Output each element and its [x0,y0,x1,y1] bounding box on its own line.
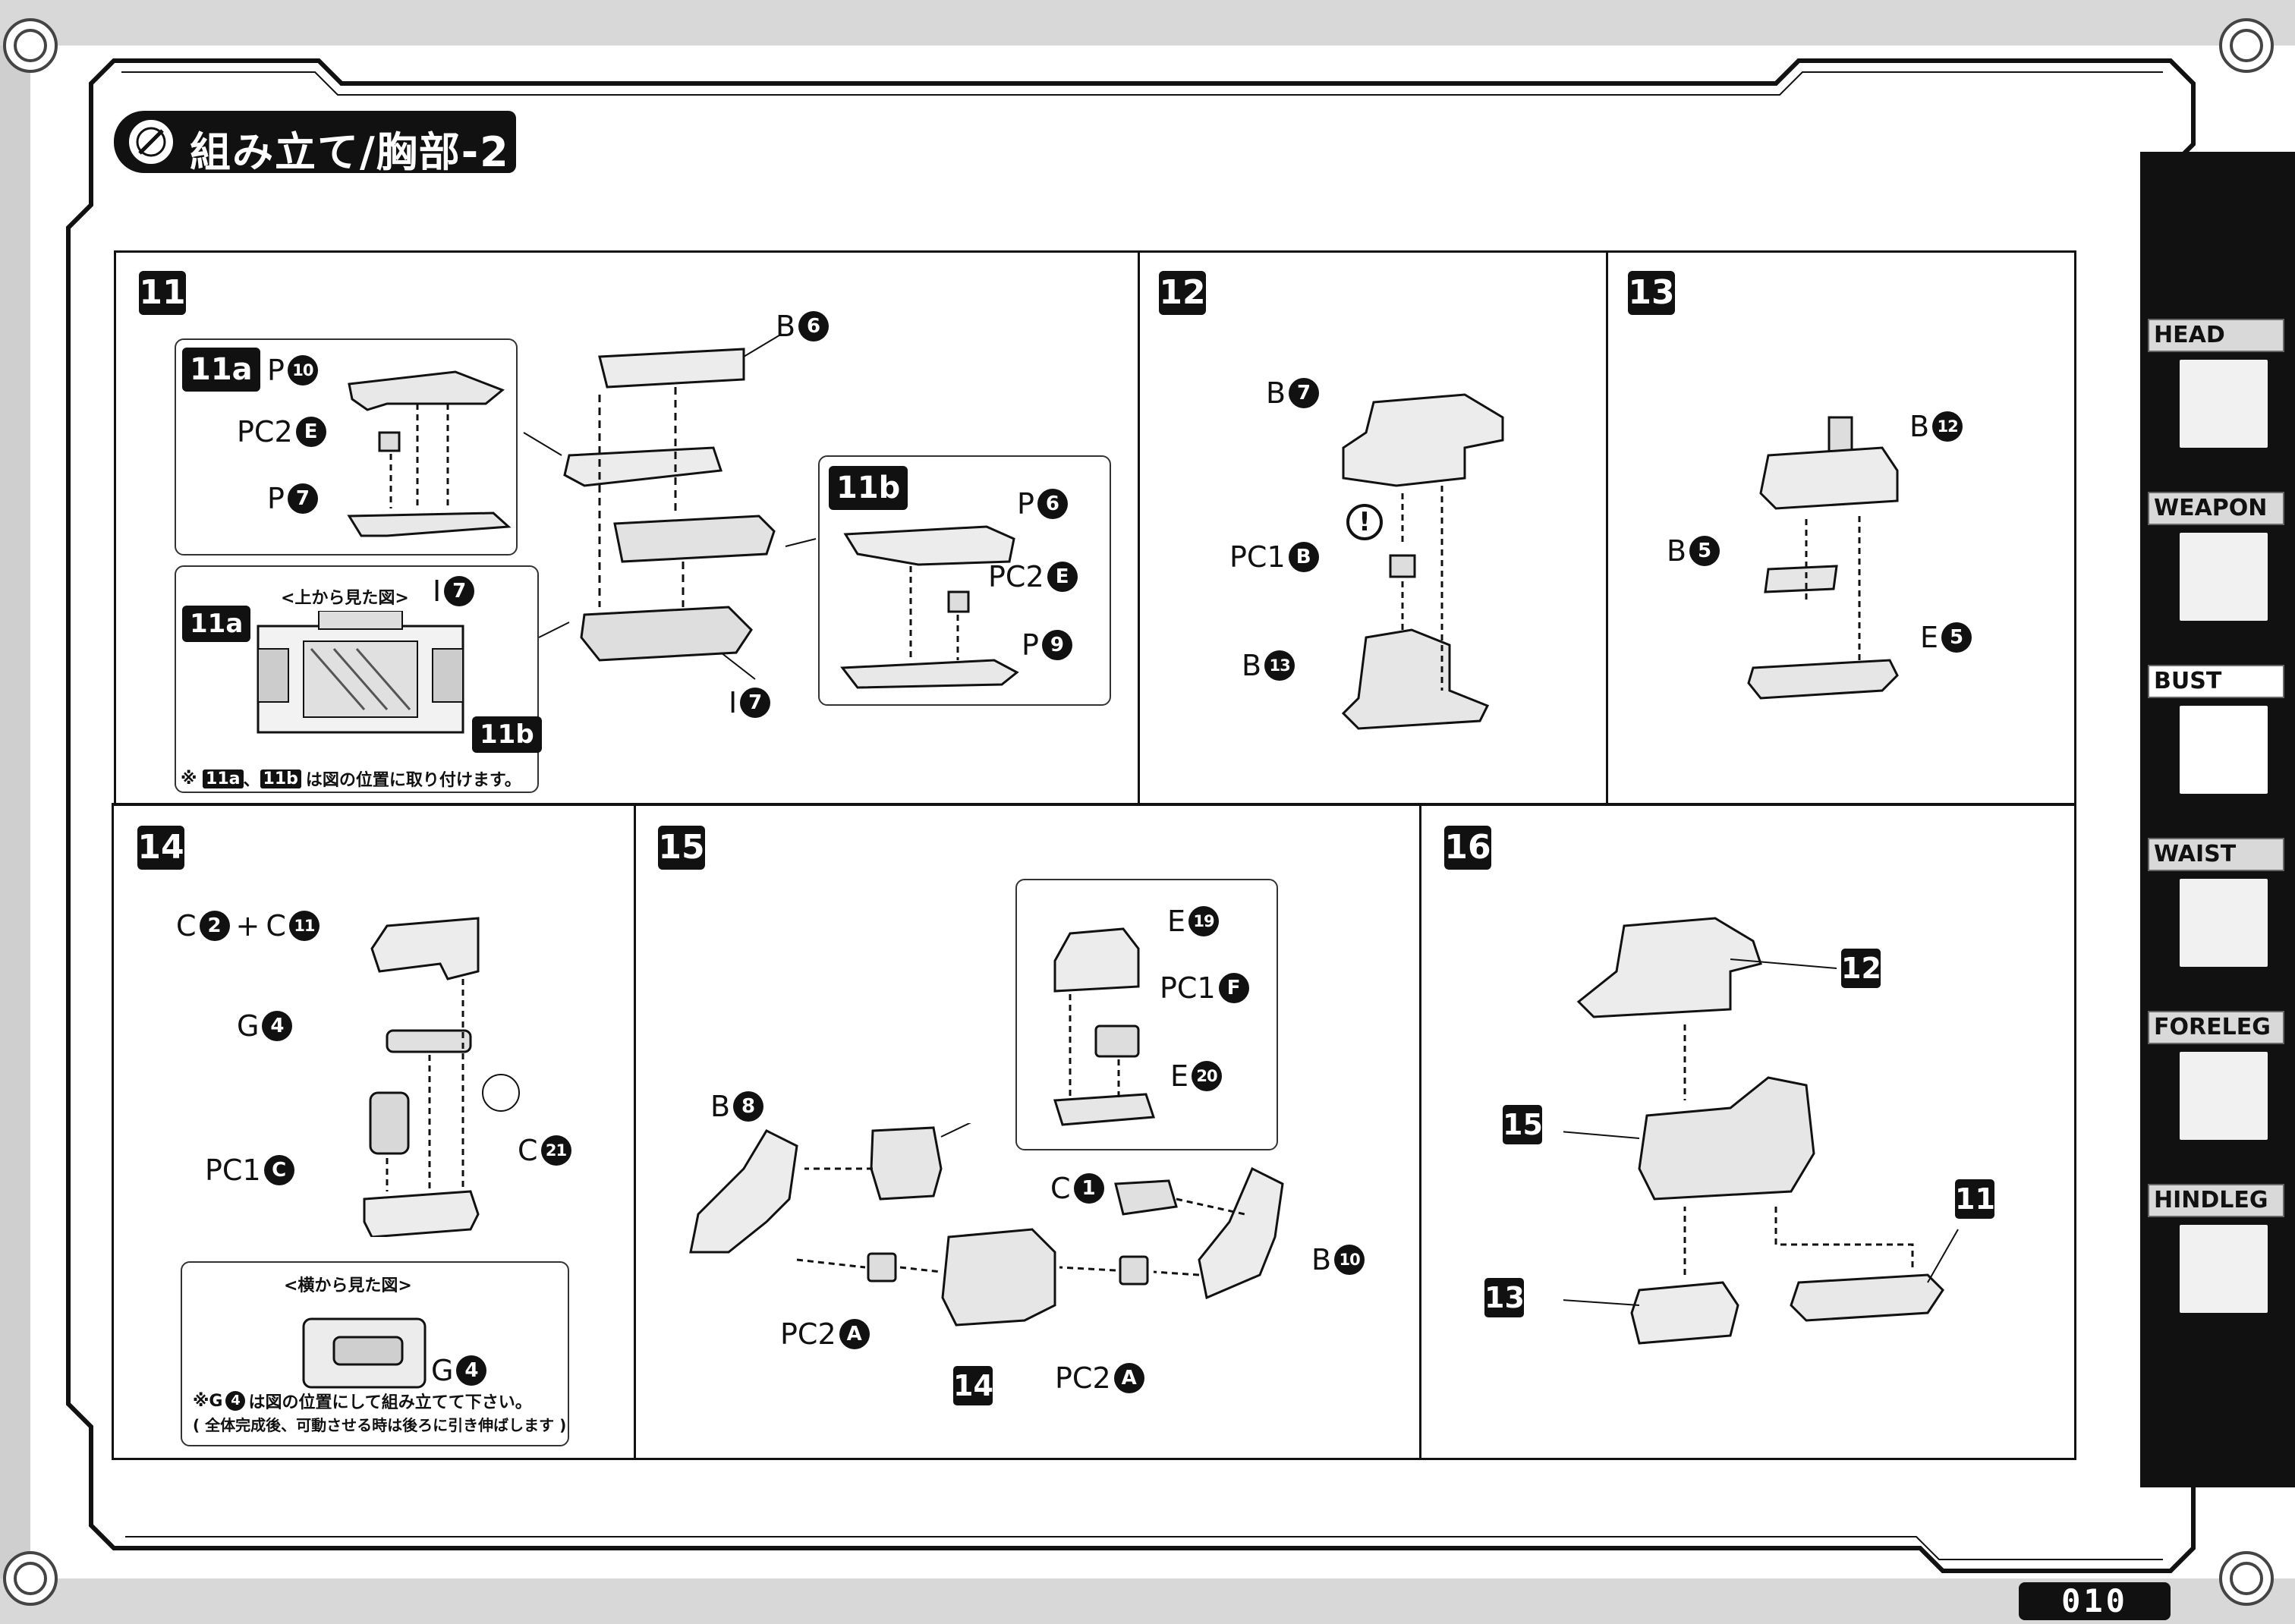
step-11-top-view-box [175,565,539,793]
step-11-number: 11 [139,271,186,315]
step-15-inset-drawing [1053,927,1156,1126]
title-badge [114,111,516,173]
step-13-drawing [1747,416,1899,700]
weapon-thumbnail-icon[interactable] [2177,530,2271,624]
tab-head[interactable]: HEAD [2148,319,2284,352]
step-14-drawing [363,917,520,1237]
tab-weapon[interactable]: WEAPON [2148,492,2284,525]
step-16-drawing [1563,917,1959,1345]
tab-waist[interactable]: WAIST [2148,838,2284,871]
step-16-number: 16 [1444,826,1491,870]
step-11-note: ※ 11a 、 11b は図の位置に取り付けます。 [181,769,521,790]
step-15-inset-box [1015,879,1278,1150]
step-14-number: 14 [137,826,184,870]
tab-foreleg[interactable]: FORELEG [2148,1011,2284,1044]
step-16-ref-13: 13 [1484,1278,1525,1317]
top-view-tag-11b: 11b [472,716,542,753]
side-view-caption: <横から見た図> [284,1276,412,1295]
step-14-note-line2: ( 全体完成後、可動させる時は後ろに引き伸ばします ) [193,1416,567,1434]
top-view-drawing [257,611,464,734]
step-12-drawing [1341,393,1504,730]
step-16-panel [1419,803,2076,1460]
compass-icon [124,115,178,168]
step-15-drawing [689,1123,1284,1327]
step-11b-tag: 11b [829,466,908,510]
step-11b-box [818,455,1111,706]
waist-thumbnail-icon[interactable] [2177,876,2271,970]
step-14-note-line1: ※G 4 は図の位置にして組み立てて下さい。 [193,1391,532,1412]
callout-lines-11 [523,432,817,638]
top-view-caption: <上から見た図> [281,589,409,608]
step-16-ref-15: 15 [1503,1105,1543,1144]
top-view-tag-11a: 11a [182,606,251,642]
foreleg-thumbnail-icon[interactable] [2177,1049,2271,1143]
head-thumbnail-icon[interactable] [2177,357,2271,451]
tab-hindleg[interactable]: HINDLEG [2148,1184,2284,1217]
step-15-ref-14: 14 [953,1366,993,1405]
step-13-number: 13 [1628,271,1675,315]
hindleg-thumbnail-icon[interactable] [2177,1222,2271,1316]
step-16-ref-11: 11 [1955,1179,1995,1219]
step-11a-parts-drawing [347,370,512,537]
step-11b-parts-drawing [840,525,1019,689]
step-15-number: 15 [658,826,705,870]
step-16-ref-12: 12 [1841,949,1881,988]
page-title: 組み立て/胸部-2 [190,128,510,176]
side-view-drawing [302,1317,427,1389]
bust-thumbnail-icon[interactable] [2177,703,2271,797]
warning-icon: ! [1346,504,1383,540]
step-14-side-view-box [181,1261,569,1446]
step-12-number: 12 [1159,271,1206,315]
page-number: 010 [2019,1582,2171,1620]
step-11-main-drawing [563,333,782,680]
tab-bust[interactable]: BUST [2148,665,2284,698]
step-11a-tag: 11a [182,348,260,392]
step-11a-box [175,338,518,555]
